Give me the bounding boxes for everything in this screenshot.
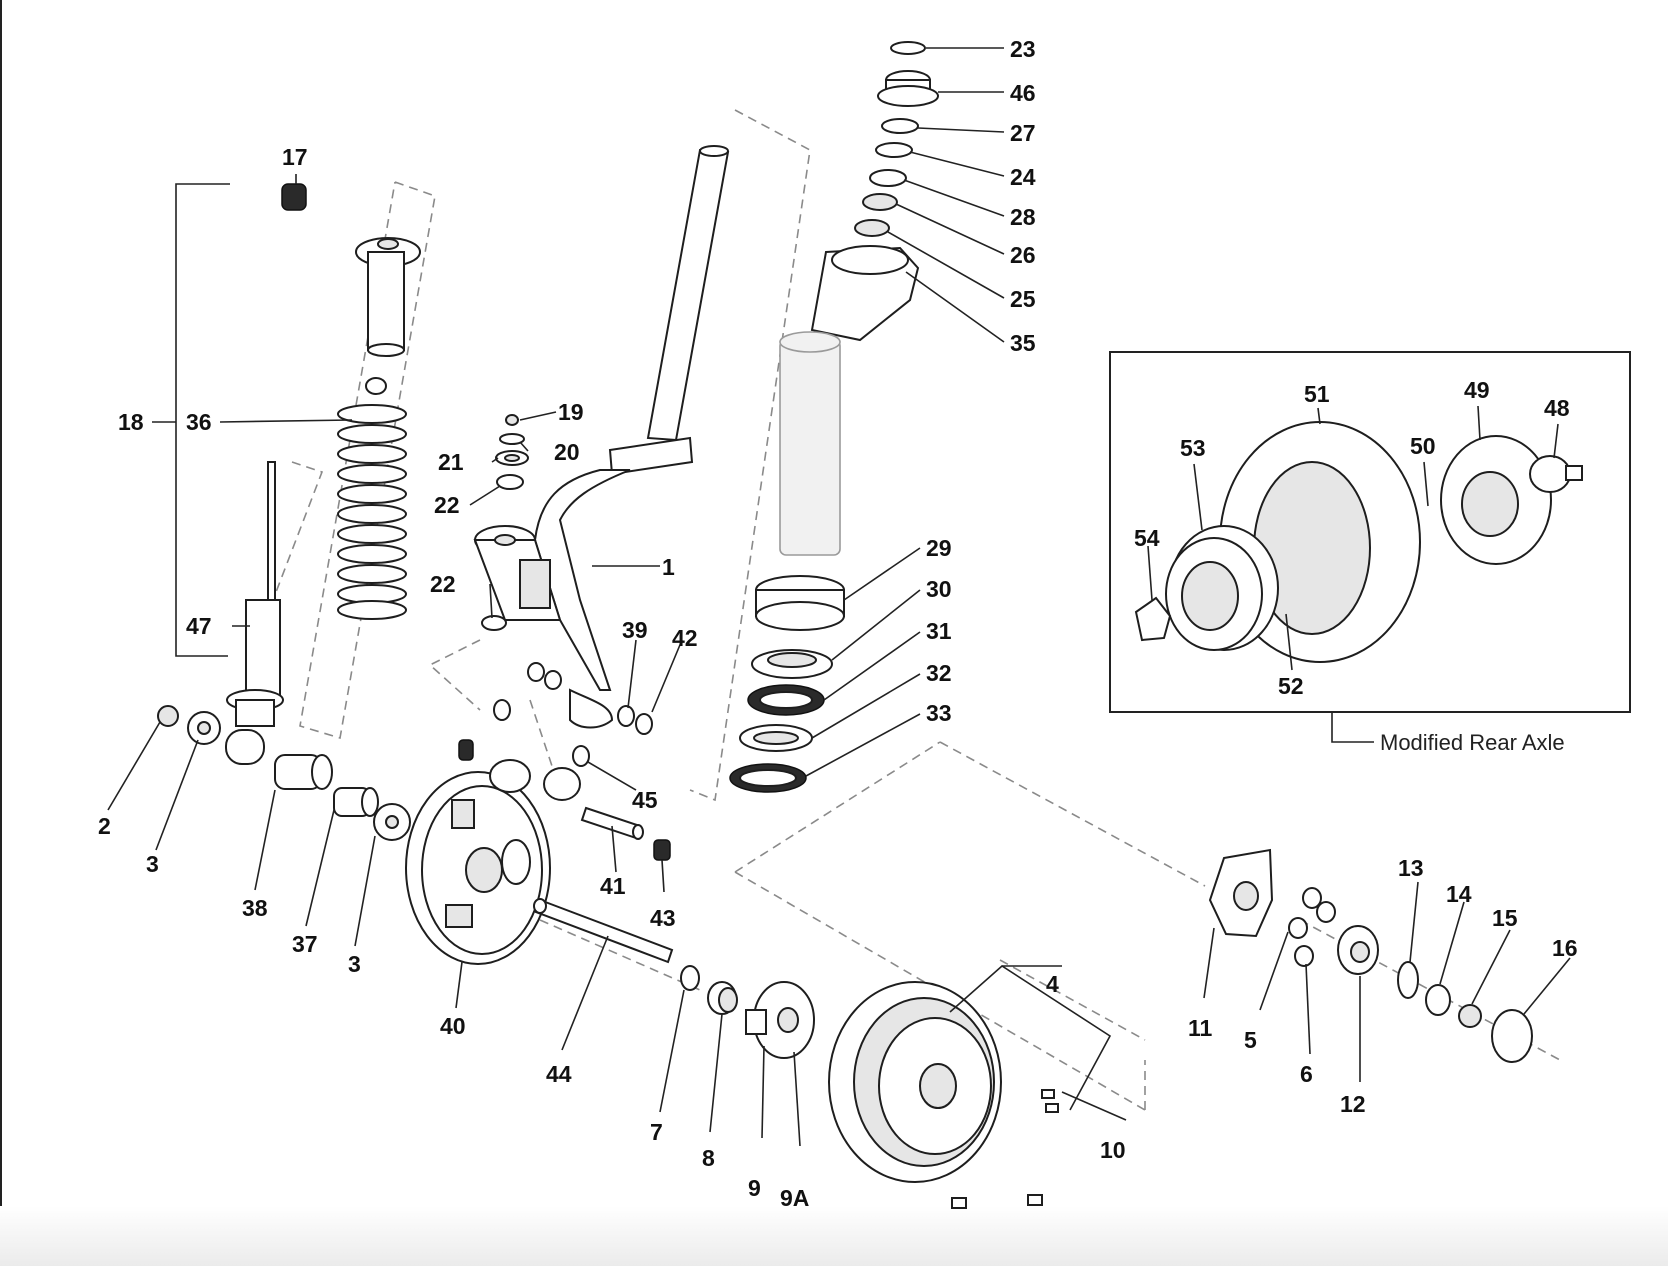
part-8-9-bearing-hub — [707, 981, 815, 1059]
headset-stack — [810, 41, 939, 342]
label-40: 40 — [440, 1013, 466, 1039]
label-28: 28 — [1010, 204, 1036, 230]
part-40-backing-plate — [405, 739, 581, 965]
label-27: 27 — [1010, 120, 1036, 146]
label-6: 6 — [1300, 1061, 1313, 1087]
part-4-brake-drum — [828, 981, 1059, 1209]
label-4: 4 — [1046, 971, 1059, 997]
label-16: 16 — [1552, 935, 1578, 961]
label-51: 51 — [1304, 381, 1330, 407]
label-41: 41 — [600, 873, 626, 899]
label-43: 43 — [650, 905, 676, 931]
lower-bearings — [729, 575, 845, 793]
part-36-coil-spring — [337, 404, 407, 620]
leader-lines — [107, 47, 1571, 1147]
trunnion-hardware — [481, 414, 529, 631]
part-1-fork-trunnion — [473, 145, 730, 729]
label-13: 13 — [1398, 855, 1424, 881]
label-32: 32 — [926, 660, 952, 686]
label-42: 42 — [672, 625, 698, 651]
bracket-18 — [175, 183, 230, 657]
label-18: 18 — [118, 409, 144, 435]
label-38: 38 — [242, 895, 268, 921]
label-36: 36 — [186, 409, 212, 435]
label-54: 54 — [1134, 525, 1160, 551]
part-17-bump-stop — [281, 183, 307, 211]
label-25: 25 — [1010, 286, 1036, 312]
label-12: 12 — [1340, 1091, 1366, 1117]
label-30: 30 — [926, 576, 952, 602]
label-11: 11 — [1188, 1015, 1213, 1041]
part-47-shock-absorber — [225, 461, 284, 765]
label-7: 7 — [650, 1119, 663, 1145]
label-9: 9 — [748, 1175, 761, 1201]
label-21: 21 — [438, 449, 464, 475]
label-49: 49 — [1464, 377, 1490, 403]
label-8: 8 — [702, 1145, 715, 1171]
label-29: 29 — [926, 535, 952, 561]
bottom-fade — [0, 1206, 1668, 1266]
ghost-steering-tube — [779, 331, 841, 556]
frame-edge — [0, 0, 2, 1266]
label-50: 50 — [1410, 433, 1436, 459]
label-24: 24 — [1010, 164, 1036, 190]
inset-modified-rear-axle — [1109, 351, 1631, 713]
label-22-lower: 22 — [430, 571, 456, 597]
label-47: 47 — [186, 613, 212, 639]
label-46: 46 — [1010, 80, 1036, 106]
label-48: 48 — [1544, 395, 1570, 421]
label-23: 23 — [1010, 36, 1036, 62]
label-26: 26 — [1010, 242, 1036, 268]
label-35: 35 — [1010, 330, 1036, 356]
label-2: 2 — [98, 813, 111, 839]
label-19: 19 — [558, 399, 584, 425]
label-3-right: 3 — [348, 951, 361, 977]
part-41-43-pin-nut — [580, 806, 671, 861]
inset-caption: Modified Rear Axle — [1380, 730, 1565, 755]
label-37: 37 — [292, 931, 318, 957]
label-22-upper: 22 — [434, 492, 460, 518]
part-labels: 17 18 36 47 2 3 38 37 3 19 20 21 22 22 1… — [98, 36, 1578, 1211]
label-31: 31 — [926, 618, 952, 644]
label-53: 53 — [1180, 435, 1206, 461]
rings-39-42-45 — [493, 662, 653, 767]
label-14: 14 — [1446, 881, 1472, 907]
label-20: 20 — [554, 439, 580, 465]
rear-hardware — [1208, 848, 1533, 1063]
label-10: 10 — [1100, 1137, 1126, 1163]
label-5: 5 — [1244, 1027, 1257, 1053]
label-17: 17 — [282, 144, 308, 170]
label-15: 15 — [1492, 905, 1518, 931]
part-44-axle-shaft — [533, 898, 700, 991]
label-9a: 9A — [780, 1185, 809, 1211]
spring-seat-top — [355, 237, 421, 395]
label-45: 45 — [632, 787, 658, 813]
label-1: 1 — [662, 554, 675, 580]
label-33: 33 — [926, 700, 952, 726]
lower-bushes — [157, 705, 411, 841]
label-44: 44 — [546, 1061, 572, 1087]
label-3-left: 3 — [146, 851, 159, 877]
label-39: 39 — [622, 617, 648, 643]
label-52: 52 — [1278, 673, 1304, 699]
